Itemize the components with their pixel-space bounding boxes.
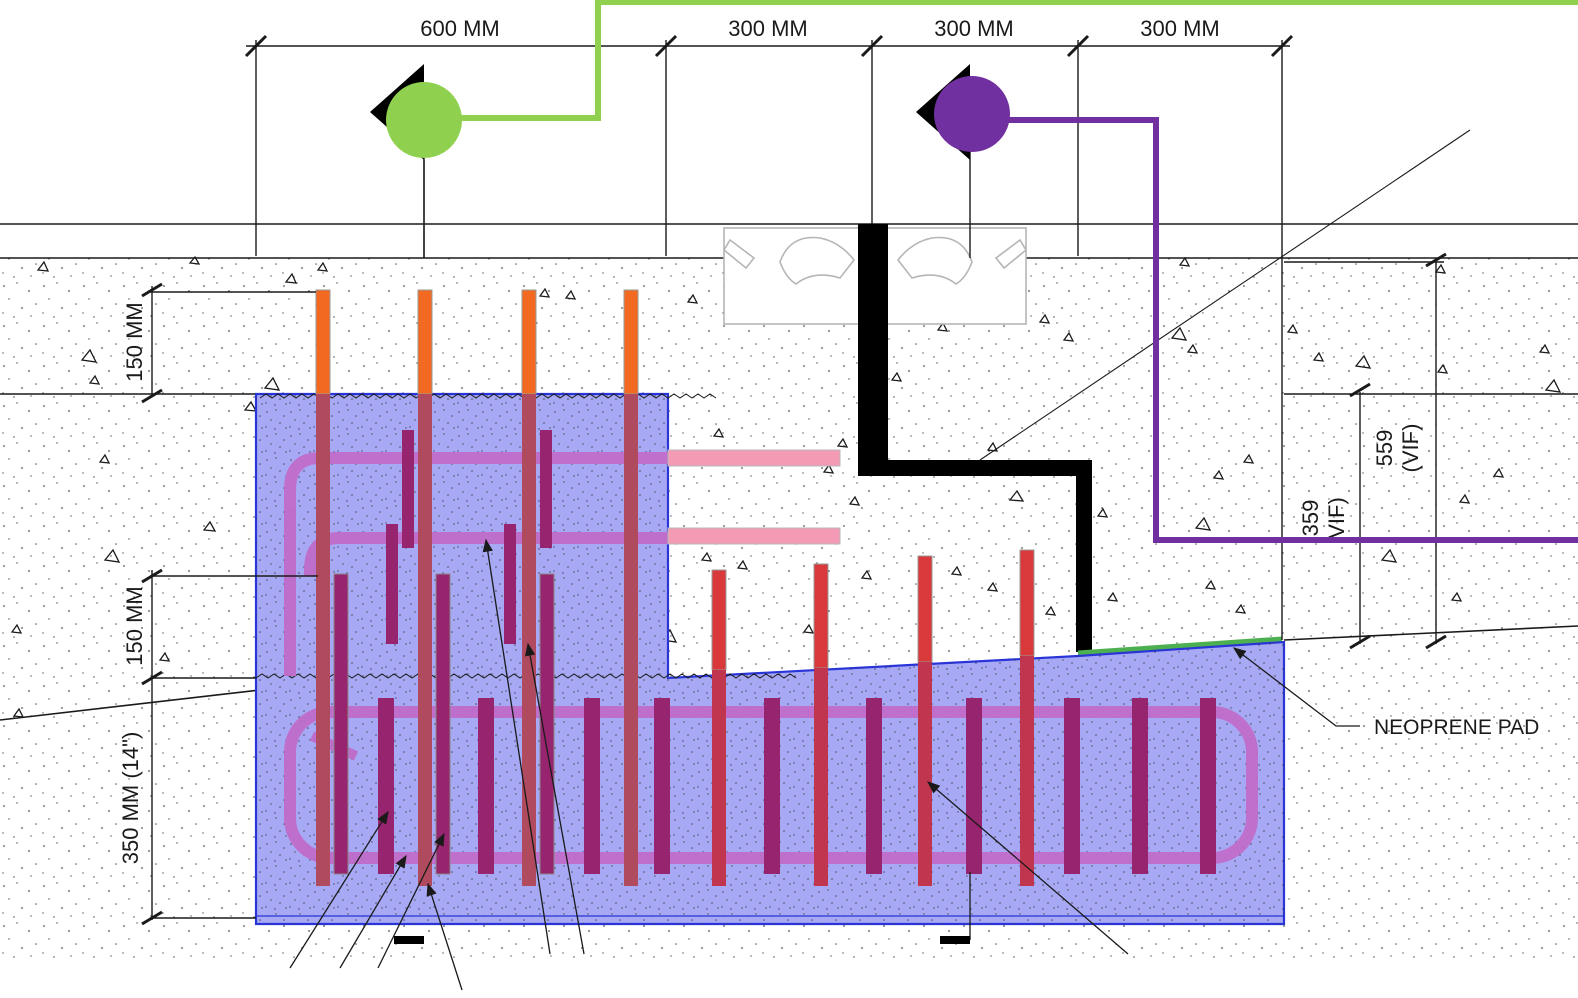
dim-right-359: 359 VIF) xyxy=(1298,497,1349,539)
section-marker-green-leader xyxy=(460,0,1578,121)
dimension-labels: 600 MM 300 MM 300 MM 300 MM 150 MM 150 M… xyxy=(118,16,1423,864)
dim-300mm-b: 300 MM xyxy=(934,16,1013,41)
section-marker-purple-circle xyxy=(934,76,1010,152)
construction-joint-zigzag xyxy=(259,393,717,399)
pink-bar-upper xyxy=(667,449,841,467)
pink-bar-lower xyxy=(667,527,841,545)
section-cut-marks xyxy=(394,936,970,944)
dim-left-350mm: 350 MM (14") xyxy=(118,732,143,865)
red-dowels xyxy=(711,549,1035,886)
orange-dowels xyxy=(315,289,639,886)
callout-leaders xyxy=(289,538,1360,991)
dim-left-150mm-middle: 150 MM xyxy=(122,586,147,665)
joint-seal-profile xyxy=(858,224,1092,652)
dim-right-359-line2: VIF) xyxy=(1324,497,1349,539)
section-marker-green-circle xyxy=(386,82,462,158)
dim-right-559-line1: 559 xyxy=(1372,430,1397,467)
section-marker-green[interactable] xyxy=(370,0,1578,258)
pink-bars xyxy=(667,449,841,545)
neoprene-pad-label: NEOPRENE PAD xyxy=(1374,716,1539,739)
dim-right-359-line1: 359 xyxy=(1298,500,1323,537)
dim-300mm-c: 300 MM xyxy=(1140,16,1219,41)
dim-300mm-a: 300 MM xyxy=(728,16,807,41)
section-marker-purple[interactable] xyxy=(916,64,1578,543)
dim-right-559-line2: (VIF) xyxy=(1398,424,1423,473)
dim-left-150mm-upper: 150 MM xyxy=(122,302,147,381)
dim-600mm: 600 MM xyxy=(420,16,499,41)
neoprene-pad xyxy=(1077,636,1283,658)
section-marker-purple-leader xyxy=(1008,117,1578,543)
dim-right-559: 559 (VIF) xyxy=(1372,424,1423,473)
rebar-bars xyxy=(333,430,1216,875)
